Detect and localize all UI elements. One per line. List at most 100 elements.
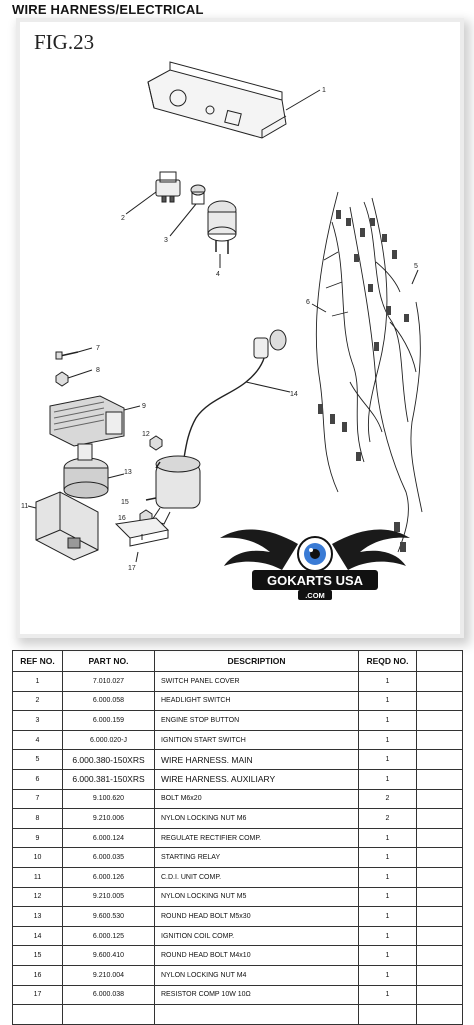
cell-desc: HEADLIGHT SWITCH (154, 690, 359, 712)
cell-desc: NYLON LOCKING NUT M4 (154, 964, 359, 986)
cell-desc: ROUND HEAD BOLT M5x30 (154, 906, 359, 927)
cell-desc: IGNITION START SWITCH (154, 729, 359, 751)
callout-4: 4 (216, 271, 220, 278)
cell-blank (416, 729, 463, 751)
cell-qty: 2 (358, 788, 417, 810)
cell-blank (416, 788, 463, 810)
logo-text: GOKARTS USA (267, 573, 364, 588)
cell-blank (154, 1004, 359, 1025)
cell-ref: 10 (12, 847, 63, 868)
cell-blank (358, 1004, 417, 1025)
switch-parts-drawing (155, 171, 237, 254)
header-ref-no: REF NO. (12, 650, 63, 672)
cell-part: 9.100.620 (62, 788, 155, 810)
cell-ref: 17 (12, 984, 63, 1006)
cell-part: 6.000.020-J (62, 729, 155, 751)
cell-blank (416, 945, 463, 966)
cell-ref: 7 (12, 788, 63, 810)
cell-qty: 1 (358, 768, 417, 790)
cell-ref: 15 (12, 945, 63, 966)
header-description: DESCRIPTION (154, 650, 359, 672)
cell-qty: 1 (358, 984, 417, 1006)
cell-blank (12, 1004, 63, 1025)
cell-desc: BOLT M6x20 (154, 788, 359, 810)
cell-desc: WIRE HARNESS. MAIN (154, 749, 359, 770)
cell-desc: RESISTOR COMP 10W 10Ω (154, 984, 359, 1006)
cell-desc: NYLON LOCKING NUT M6 (154, 808, 359, 829)
cell-ref: 9 (12, 827, 63, 849)
cell-ref: 3 (12, 710, 63, 731)
cell-blank (416, 984, 463, 1006)
cell-qty: 1 (358, 886, 417, 908)
cell-blank (416, 906, 463, 927)
header-reqd-no: REQD NO. (358, 650, 417, 672)
cell-desc: REGULATE RECTIFIER COMP. (154, 827, 359, 849)
cell-blank (416, 886, 463, 908)
gokarts-usa-logo: GOKARTS USA .COM (220, 515, 410, 600)
cell-ref: 14 (12, 925, 63, 947)
cell-desc: SWITCH PANEL COVER (154, 671, 359, 692)
cell-ref: 11 (12, 866, 63, 888)
cell-blank (416, 827, 463, 849)
cell-part: 9.210.006 (62, 808, 155, 829)
cell-ref: 13 (12, 906, 63, 927)
callout-2: 2 (121, 215, 125, 222)
cell-blank (416, 847, 463, 868)
figure-label: FIG.23 (34, 30, 95, 54)
cell-qty: 1 (358, 866, 417, 888)
table-header-row: REF NO. PART NO. DESCRIPTION REQD NO. (12, 650, 463, 672)
cell-qty: 1 (358, 827, 417, 849)
cell-qty: 1 (358, 671, 417, 692)
cell-qty: 1 (358, 906, 417, 927)
cell-ref: 5 (12, 749, 63, 770)
cell-desc: ENGINE STOP BUTTON (154, 710, 359, 731)
callout-5: 5 (414, 263, 418, 270)
starting-relay-drawing (63, 443, 125, 499)
cell-blank (416, 925, 463, 947)
cell-blank (416, 671, 463, 692)
cell-ref: 2 (12, 690, 63, 712)
cell-desc: WIRE HARNESS. AUXILIARY (154, 768, 359, 790)
cell-desc: STARTING RELAY (154, 847, 359, 868)
callout-11: 11 (21, 503, 28, 510)
cell-part: 9.210.005 (62, 886, 155, 908)
cell-ref: 4 (12, 729, 63, 751)
diagram-drawing: 1 2 3 4 5 6 7 8 9 12 13 14 11 15 16 17 G… (21, 61, 423, 600)
cell-part: 6.000.058 (62, 690, 155, 712)
cell-part: 6.000.038 (62, 984, 155, 1006)
cell-part: 6.000.035 (62, 847, 155, 868)
cell-blank (416, 710, 463, 731)
cell-part: 7.010.027 (62, 671, 155, 692)
callout-1: 1 (322, 87, 326, 94)
cell-desc: IGNITION COIL COMP. (154, 925, 359, 947)
cell-qty: 1 (358, 710, 417, 731)
cell-ref: 6 (12, 768, 63, 790)
bolt-nut-drawing (55, 347, 93, 387)
cell-desc: NYLON LOCKING NUT M5 (154, 886, 359, 908)
cell-blank (416, 768, 463, 790)
logo-subtext: .COM (305, 591, 325, 600)
cell-qty: 1 (358, 945, 417, 966)
cell-qty: 1 (358, 847, 417, 868)
cell-part: 9.210.004 (62, 964, 155, 986)
callout-9: 9 (142, 403, 146, 410)
callout-7: 7 (96, 345, 100, 352)
small-parts-drawing (114, 435, 170, 563)
cell-blank (416, 690, 463, 712)
callout-3: 3 (164, 237, 168, 244)
table-row-empty (12, 1004, 463, 1025)
cell-qty: 1 (358, 749, 417, 770)
switch-panel-cover-drawing (147, 61, 287, 139)
wire-harness-drawing (315, 191, 423, 553)
